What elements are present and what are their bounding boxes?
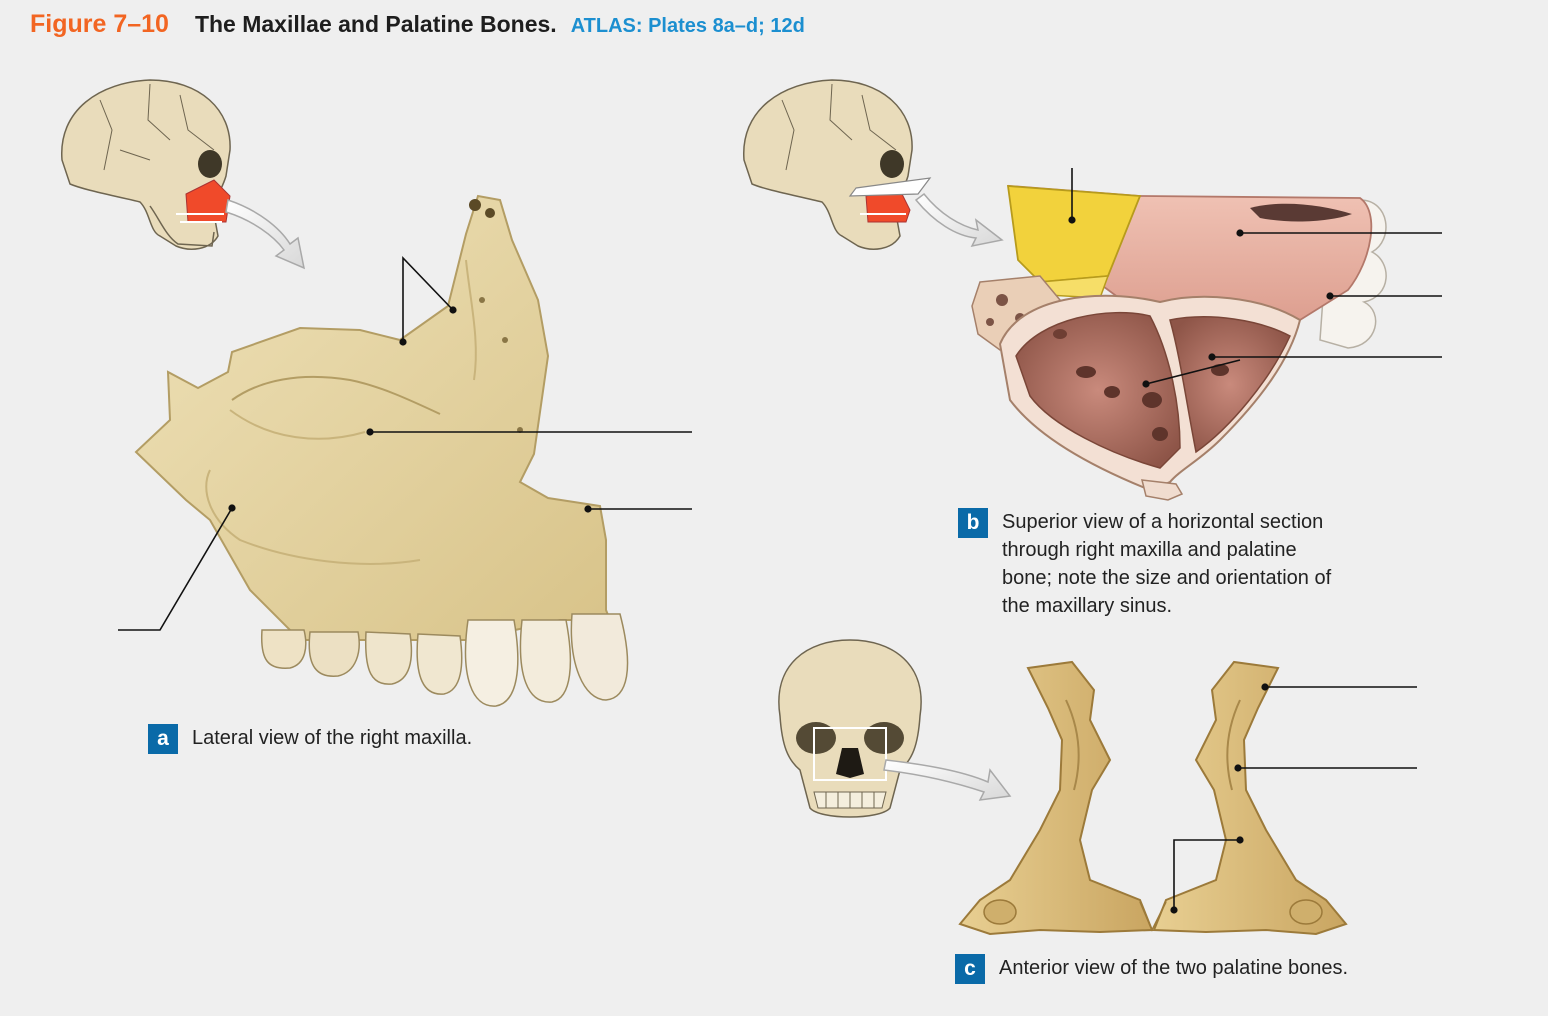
palatine-bones-pair <box>958 660 1348 936</box>
maxillary-teeth <box>260 613 629 707</box>
pointer-arrow-a <box>225 199 306 270</box>
caption-panel-b: b Superior view of a horizontal section … <box>958 508 1338 620</box>
panel-b-leader-lines <box>1068 168 1442 388</box>
skull-lateral-icon <box>61 79 231 250</box>
caption-text-c: Anterior view of the two palatine bones. <box>999 957 1349 979</box>
maxilla-lateral <box>134 194 629 707</box>
figure-title: The Maxillae and Palatine Bones. <box>194 11 557 37</box>
maxilla-horizontal-section <box>971 184 1387 501</box>
panel-a-leader-lines <box>118 256 692 631</box>
atlas-reference: ATLAS: Plates 8a–d; 12d <box>570 15 805 37</box>
pointer-arrow-c <box>883 759 1012 801</box>
leader-a-zygomatic <box>118 507 233 631</box>
pointer-arrow-b <box>914 192 1004 248</box>
caption-text-b: Superior view of a horizontal section th… <box>1002 511 1332 617</box>
panel-badge-a: a <box>148 724 178 754</box>
panel-c-illustration <box>778 639 1417 936</box>
figure-number: Figure 7–10 <box>30 10 169 38</box>
panel-badge-b: b <box>958 508 988 538</box>
leader-a-frontal-process <box>402 256 454 342</box>
figure-header: Figure 7–10 The Maxillae and Palatine Bo… <box>30 10 805 44</box>
panel-b-illustration <box>743 79 1442 501</box>
caption-text-a: Lateral view of the right maxilla. <box>192 727 473 749</box>
caption-panel-a: a Lateral view of the right maxilla. <box>148 724 472 754</box>
panel-badge-c: c <box>955 954 985 984</box>
leader-b-sinus-inner <box>1145 359 1241 385</box>
skull-anterior-icon <box>778 639 922 818</box>
leader-c-horizontal-plate <box>1173 839 1240 910</box>
panel-c-leader-lines <box>1170 683 1417 914</box>
caption-panel-c: c Anterior view of the two palatine bone… <box>955 954 1348 984</box>
panel-a-illustration <box>61 79 692 707</box>
skull-lateral-icon-b <box>743 79 932 250</box>
